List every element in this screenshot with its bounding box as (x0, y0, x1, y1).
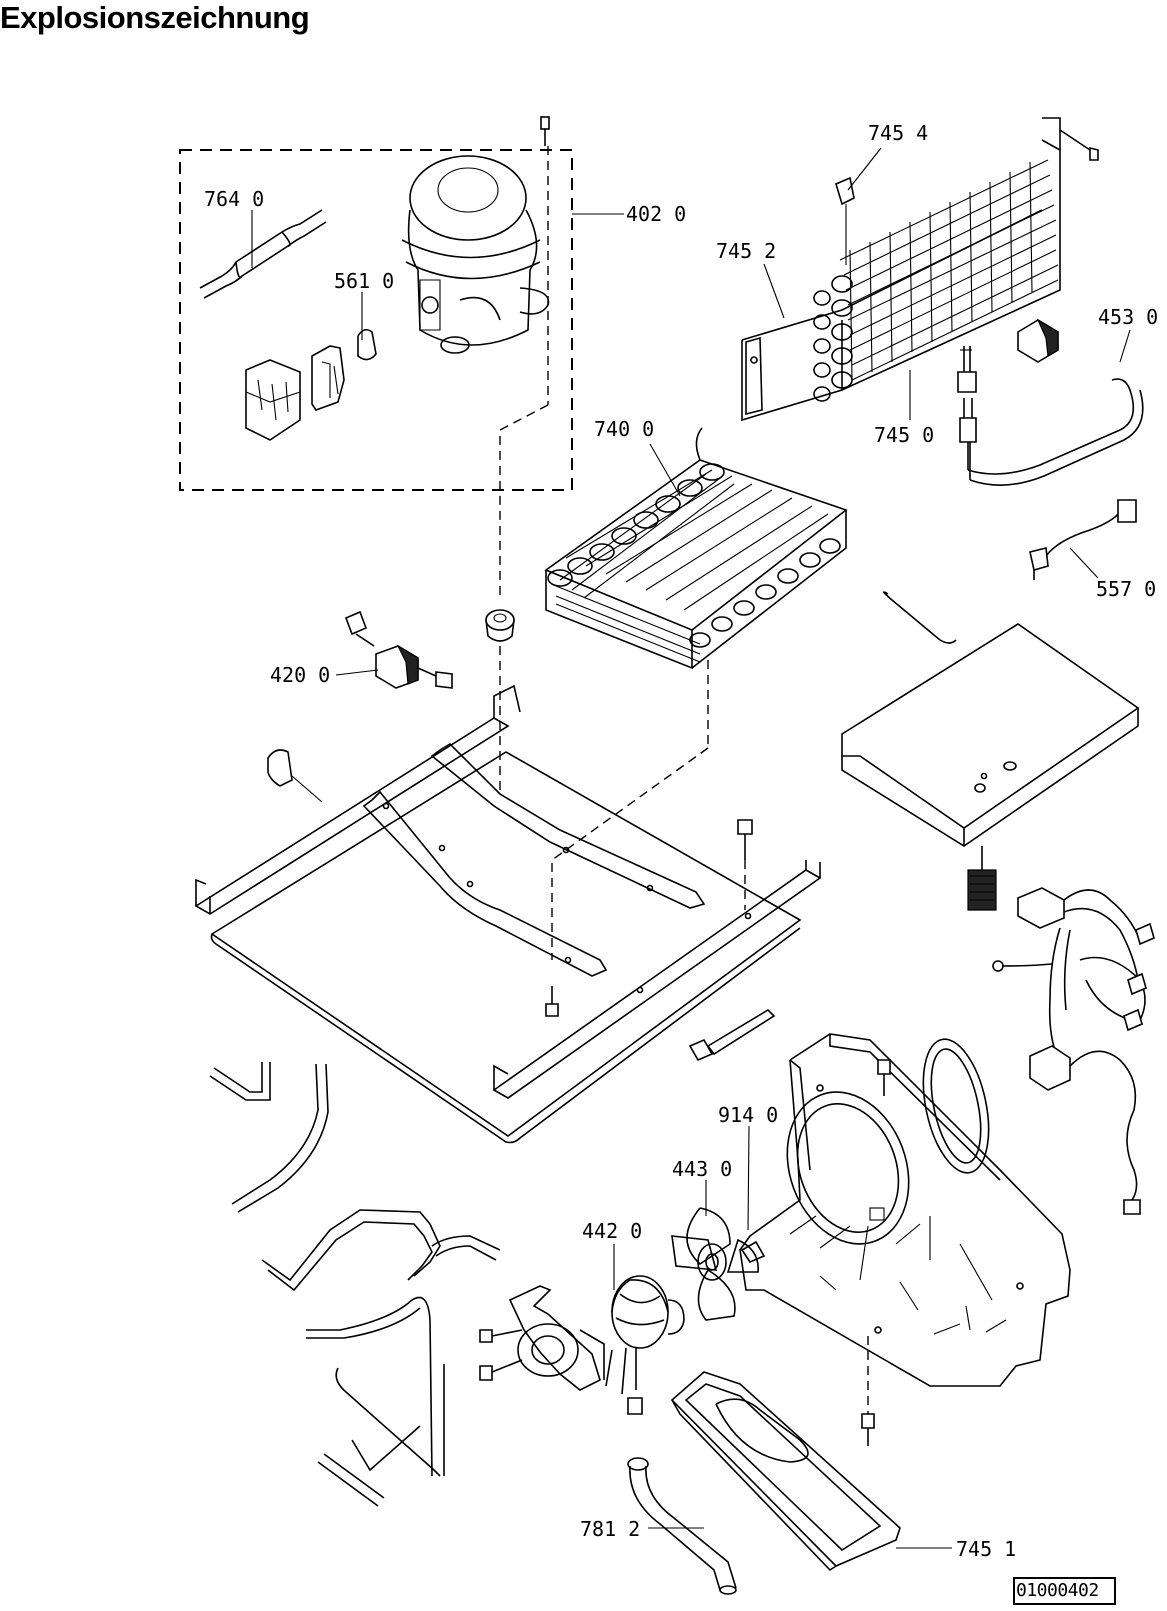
connecting-tubes (209, 1062, 501, 1507)
defrost-heater (957, 318, 1144, 486)
drain-hose (627, 1457, 737, 1595)
callout-7450: 745 0 (874, 423, 934, 447)
cable-tie (688, 1008, 776, 1062)
frame-screw (737, 819, 753, 910)
callout-7454: 745 4 (868, 121, 928, 145)
base-frame (194, 684, 822, 1144)
wiring-harness (992, 887, 1155, 1215)
callout-914: 914 0 (718, 1103, 778, 1127)
fan-motor (605, 1275, 685, 1415)
callout-764: 764 0 (204, 187, 264, 211)
compressor-group (179, 116, 573, 491)
callout-781: 781 2 (580, 1517, 640, 1541)
page-title: Explosionszeichnung (0, 0, 310, 35)
callout-557: 557 0 (1096, 577, 1156, 601)
callout-420: 420 0 (270, 663, 330, 687)
cable-grommet (967, 846, 997, 911)
compressor-group-box (179, 149, 573, 491)
callout-7451: 745 1 (956, 1537, 1016, 1561)
motor-mount (479, 1285, 605, 1391)
leader-lines (251, 147, 1131, 1549)
relay-cover-clip (357, 328, 377, 361)
callout-561: 561 0 (334, 269, 394, 293)
power-cord (1029, 499, 1137, 580)
fan-bracket (739, 1033, 1071, 1446)
filter-drier (199, 209, 327, 299)
document-number: 01000402 (1016, 1580, 1099, 1601)
callout-443: 443 0 (672, 1157, 732, 1181)
rubber-grommet (485, 609, 515, 642)
callout-740: 740 0 (594, 417, 654, 441)
overload-protector (311, 345, 345, 411)
fan-blade (671, 1207, 766, 1321)
callout-7452: 745 2 (716, 239, 776, 263)
callout-402: 402 0 (626, 202, 686, 226)
document-number-box (1013, 1577, 1116, 1605)
frame-screw-bottom (545, 986, 559, 1017)
mounting-screw-top (540, 116, 550, 405)
evaporator-coil (544, 427, 848, 960)
callout-453: 453 0 (1098, 305, 1158, 329)
capacitor (344, 610, 453, 689)
callout-442: 442 0 (582, 1219, 642, 1243)
compressor (401, 155, 550, 354)
insulation-panel (841, 591, 1140, 847)
start-relay (245, 359, 301, 441)
fan-shroud-ring (922, 1038, 990, 1174)
condenser-coil (741, 117, 1099, 422)
callout-labels: 764 0 561 0 402 0 745 4 745 2 453 0 745 … (204, 121, 1158, 1561)
drip-tray (670, 1371, 901, 1572)
